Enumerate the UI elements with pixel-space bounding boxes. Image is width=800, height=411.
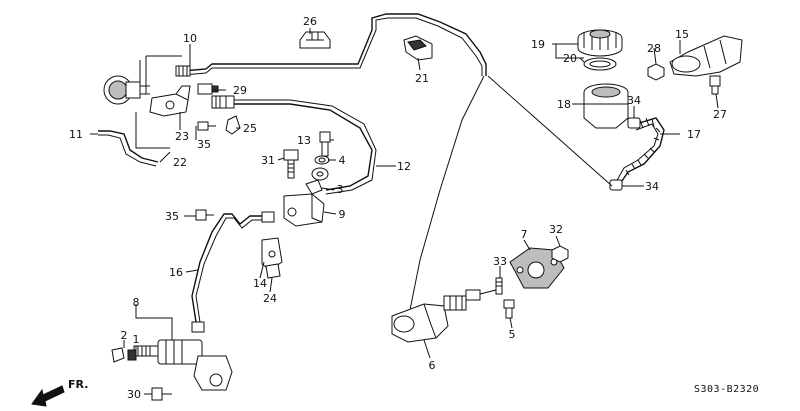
callout-6: 6: [429, 359, 436, 372]
callout-30: 30: [127, 388, 141, 401]
bolt-35-lower: [195, 209, 214, 221]
front-direction-label: FR.: [68, 378, 88, 391]
pipe-16-fitting: [261, 211, 275, 223]
callout-25: 25: [243, 122, 257, 135]
hose-end-fitting: [211, 95, 235, 109]
front-direction-arrow: FR.: [31, 378, 88, 407]
bracket-23: [149, 85, 191, 117]
callout-19: 19: [531, 38, 545, 51]
bleeder-1: [127, 349, 137, 361]
callout-23: 23: [175, 130, 189, 143]
callout-labels: 10 26 21 29 23 35 25 11 22 13 31 4 12 3 …: [69, 15, 727, 401]
gasket-7: [509, 247, 565, 289]
junction-block-9: [283, 193, 325, 227]
callout-11: 11: [69, 128, 83, 141]
callout-34-upper: 34: [627, 94, 641, 107]
fitting-29: [197, 83, 219, 95]
clip-24: [265, 263, 281, 279]
callout-9: 9: [339, 208, 346, 221]
bolt-35-upper: [197, 121, 216, 131]
bolt-27: [709, 75, 721, 95]
callout-17: 17: [687, 128, 701, 141]
reservoir-hose-17: [615, 117, 665, 185]
clip-25: [225, 115, 241, 135]
callout-31: 31: [261, 154, 275, 167]
reservoir-cap-19: [577, 29, 623, 57]
callout-13: 13: [297, 134, 311, 147]
hose-clamp-34-upper: [627, 117, 641, 129]
bolt-13: [319, 131, 331, 157]
callout-2: 2: [121, 329, 128, 342]
callout-32: 32: [549, 223, 563, 236]
clutch-pipe-to-master: [409, 75, 485, 311]
callout-5: 5: [509, 328, 516, 341]
callout-28: 28: [647, 42, 661, 55]
bolt-30: [151, 387, 172, 401]
clutch-hose-12: [232, 99, 377, 195]
callout-29: 29: [233, 84, 247, 97]
clutch-master-round: [103, 75, 150, 105]
leader-lines: [90, 28, 719, 395]
catalog-code: S303-B2320: [694, 384, 759, 395]
callout-24: 24: [263, 292, 277, 305]
union-10: [175, 65, 191, 77]
clip-3: [305, 179, 323, 195]
callout-8: 8: [133, 296, 140, 309]
cap-2: [111, 347, 125, 363]
callout-10: 10: [183, 32, 197, 45]
hose-clamp-34-lower: [609, 179, 623, 191]
reservoir-18: [583, 83, 629, 129]
callout-34-lower: 34: [645, 180, 659, 193]
callout-14: 14: [253, 277, 267, 290]
callout-1: 1: [133, 333, 140, 346]
clutch-pipe-11: [98, 130, 159, 167]
banjo-fitting: [311, 167, 329, 181]
washer-4: [314, 155, 330, 165]
callout-7: 7: [521, 228, 528, 241]
clamp-21: [403, 35, 433, 61]
callout-21: 21: [415, 72, 429, 85]
bracket-26: [299, 31, 331, 49]
callout-26: 26: [303, 15, 317, 28]
callout-15: 15: [675, 28, 689, 41]
bracket-15: [669, 35, 743, 77]
master-cylinder-6: [391, 289, 497, 343]
slave-cylinder: [133, 321, 233, 391]
pin-33: [495, 277, 503, 295]
callout-12: 12: [397, 160, 411, 173]
callout-20: 20: [563, 52, 577, 65]
nut-32: [551, 245, 569, 263]
callout-35-lower: 35: [165, 210, 179, 223]
bolt-5: [503, 299, 515, 319]
callout-3: 3: [337, 183, 344, 196]
bolt-31: [283, 149, 299, 179]
callout-4: 4: [339, 154, 346, 167]
callout-33: 33: [493, 255, 507, 268]
clutch-pipe-upper: [182, 13, 487, 76]
callout-16: 16: [169, 266, 183, 279]
callout-22: 22: [173, 156, 187, 169]
callout-18: 18: [557, 98, 571, 111]
clutch-pipe-16: [191, 213, 268, 323]
bolt-28: [647, 63, 665, 81]
reservoir-seal-20: [583, 57, 617, 71]
callout-35-upper: 35: [197, 138, 211, 151]
callout-27: 27: [713, 108, 727, 121]
